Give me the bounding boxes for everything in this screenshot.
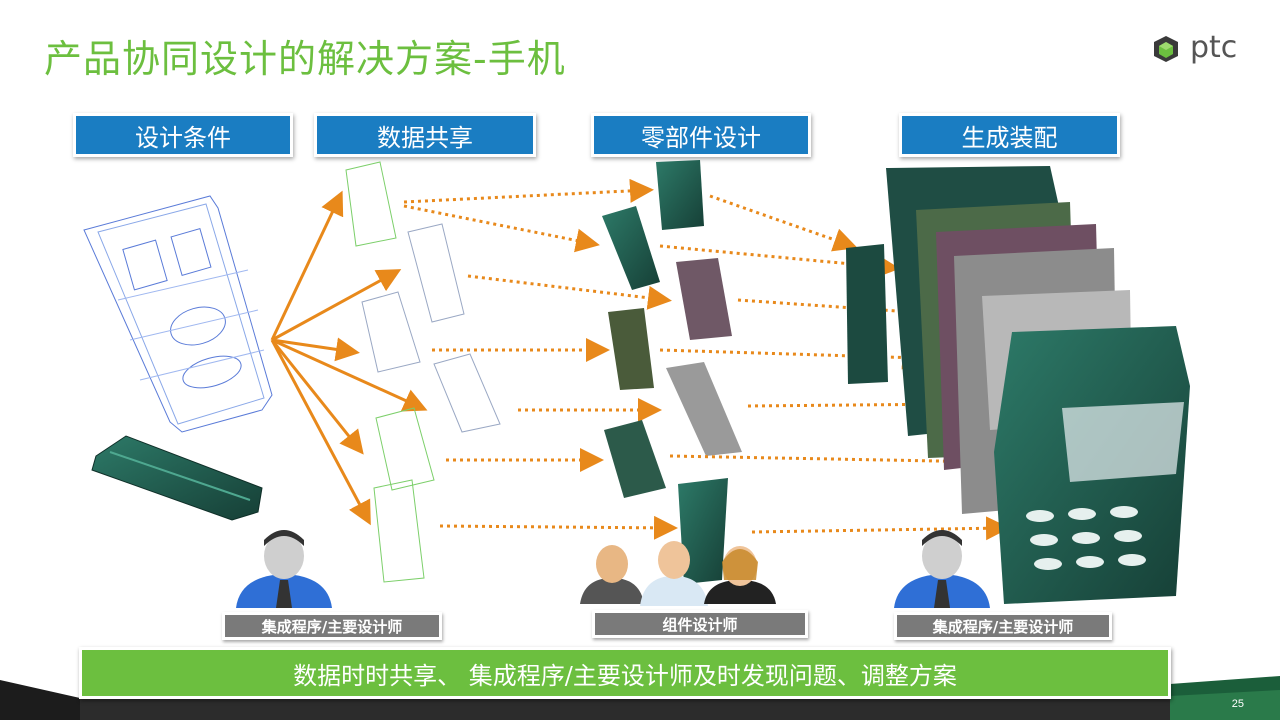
phone-side-solid-part bbox=[91, 435, 263, 521]
role-label-component-designer: 组件设计师 bbox=[592, 610, 808, 638]
ptc-logo-text: ptc bbox=[1190, 30, 1238, 65]
ptc-hexagon-logo-icon bbox=[1154, 36, 1178, 62]
footer-band bbox=[0, 676, 1280, 720]
header-data-sharing: 数据共享 bbox=[314, 113, 536, 157]
summary-banner: 数据时时共享、 集成程序/主要设计师及时发现问题、调整方案 bbox=[79, 647, 1171, 699]
header-part-design: 零部件设计 bbox=[591, 113, 811, 157]
page-number: 25 bbox=[1231, 698, 1244, 710]
part-designs bbox=[602, 160, 742, 584]
header-assembly: 生成装配 bbox=[899, 113, 1120, 157]
exploded-assembly bbox=[846, 166, 1190, 604]
designer-person-icon bbox=[236, 530, 332, 608]
designer-person-icon bbox=[894, 530, 990, 608]
shared-data-wireframes bbox=[345, 161, 501, 583]
slide-title: 产品协同设计的解决方案-手机 bbox=[44, 37, 566, 81]
distribution-arrows bbox=[270, 190, 428, 526]
phone-wireframe-sketch bbox=[83, 195, 273, 433]
designer-group-icon bbox=[580, 541, 776, 606]
data-to-part-arrows bbox=[403, 178, 678, 540]
role-label-integrator-left: 集成程序/主要设计师 bbox=[222, 612, 442, 640]
header-design-conditions: 设计条件 bbox=[73, 113, 293, 157]
role-label-integrator-right: 集成程序/主要设计师 bbox=[894, 612, 1112, 640]
